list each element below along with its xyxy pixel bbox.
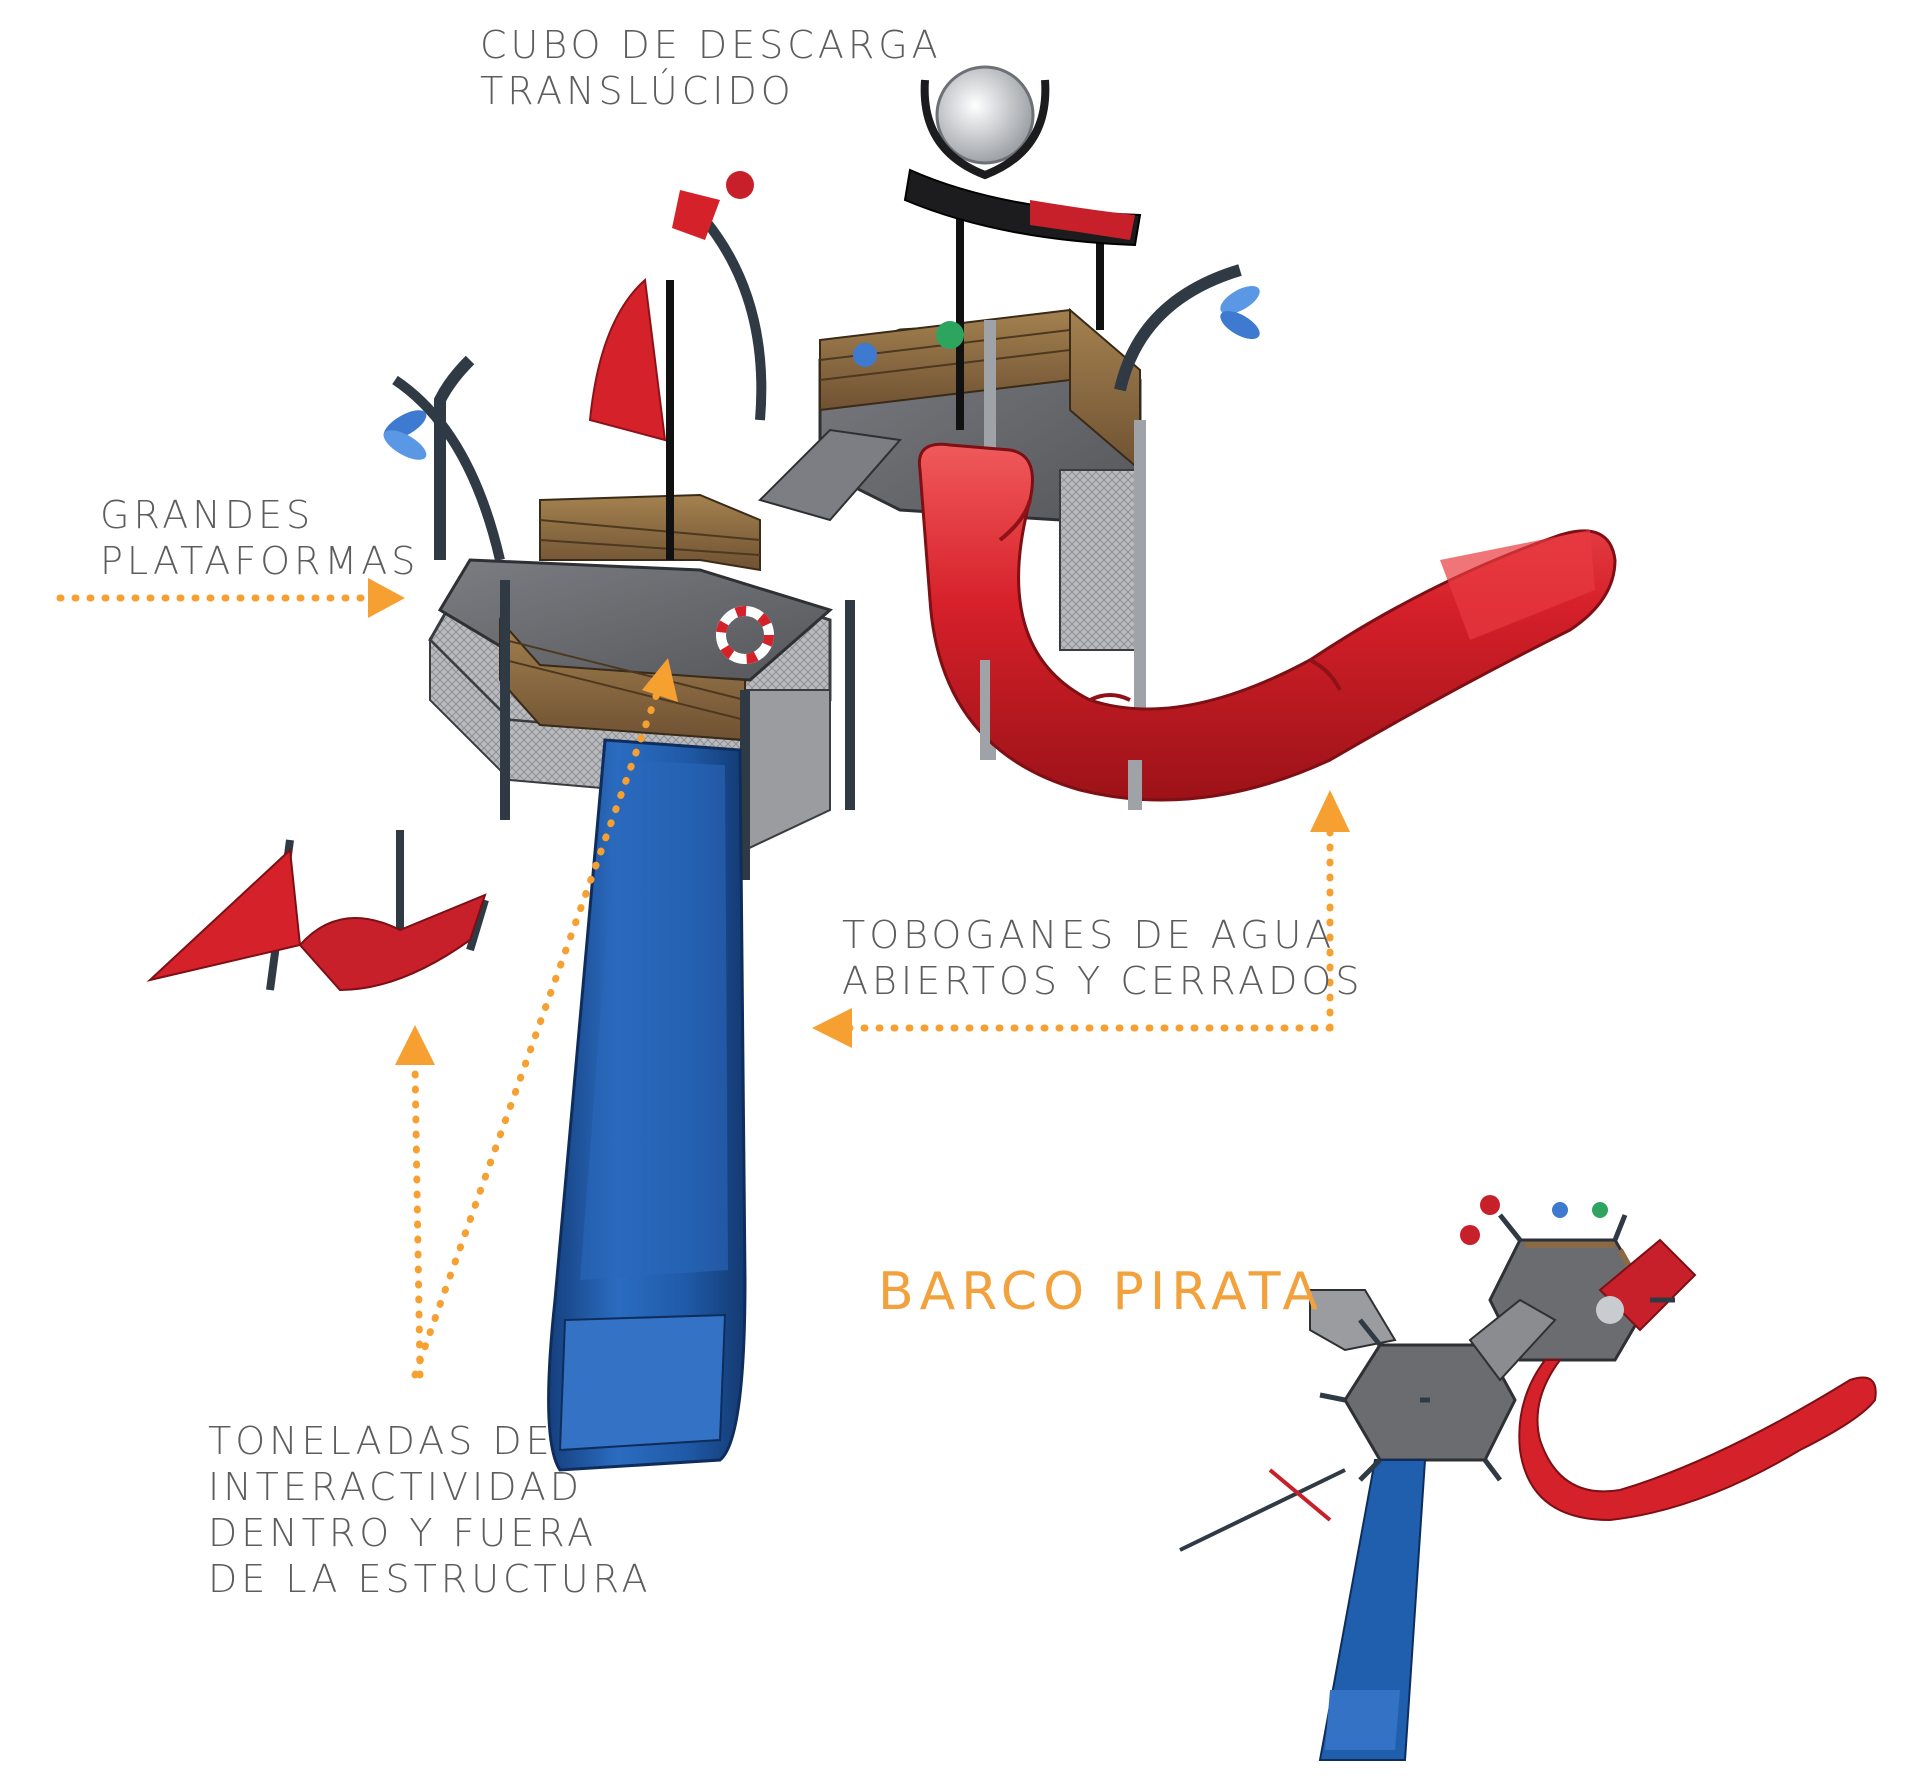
main-structure: [383, 65, 1617, 1472]
label-line: INTERACTIVIDAD: [208, 1465, 584, 1509]
label-line: PLATAFORMAS: [100, 539, 420, 583]
red-tube-slide: [917, 442, 1617, 802]
label-cubo-descarga: CUBO DE DESCARGA TRANSLÚCIDO: [480, 22, 942, 114]
arrow-toneladas-2: [411, 1061, 424, 1379]
label-toneladas: TONELADAS DE INTERACTIVIDAD DENTRO Y FUE…: [208, 1418, 651, 1602]
arrow-toneladas-1: [411, 681, 664, 1379]
label-line: TOBOGANES DE AGUA: [842, 913, 1336, 957]
shade-sail: [146, 830, 489, 992]
label-line: DENTRO Y FUERA: [208, 1511, 598, 1555]
arrow-heads: [368, 578, 1350, 1065]
right-tower: [758, 200, 1242, 800]
callout-arrows: [56, 594, 1334, 1379]
top-view-diagram: [1179, 1195, 1877, 1761]
label-line: TONELADAS DE: [208, 1419, 554, 1463]
label-line: TRANSLÚCIDO: [480, 69, 795, 113]
label-line: DE LA ESTRUCTURA: [208, 1557, 652, 1601]
label-grandes-plataformas: GRANDES PLATAFORMAS: [100, 492, 419, 584]
label-line: CUBO DE DESCARGA: [480, 23, 942, 67]
translucent-bucket: [903, 65, 1142, 247]
label-toboganes: TOBOGANES DE AGUA ABIERTOS Y CERRADOS: [842, 912, 1363, 1004]
mast-decorations: [383, 171, 1260, 562]
label-line: ABIERTOS Y CERRADOS: [842, 959, 1364, 1003]
product-title: BARCO PIRATA: [878, 1262, 1325, 1322]
label-line: GRANDES: [100, 493, 315, 537]
